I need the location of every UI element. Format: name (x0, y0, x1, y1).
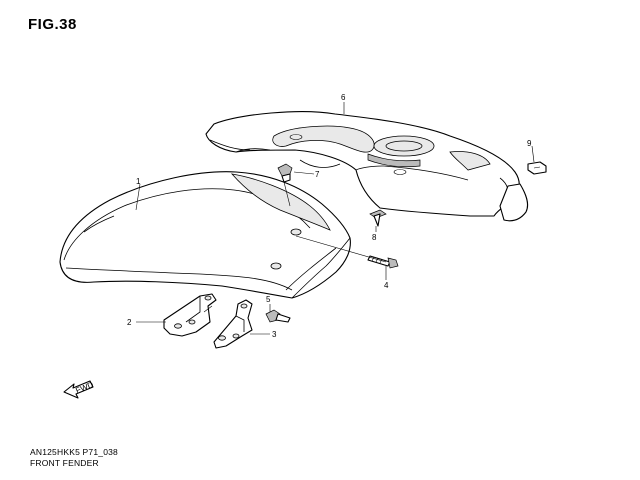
callout-6: 6 (341, 93, 346, 102)
callout-1: 1 (136, 177, 141, 186)
part-5-bolt[interactable] (265, 309, 291, 323)
part-8-screw[interactable] (369, 209, 387, 227)
part-9-nut[interactable] (527, 161, 547, 175)
forward-arrow-label: FWD (74, 380, 94, 395)
diagram-code: AN125HKK5 P71_038 (30, 447, 118, 457)
part-4-screw[interactable] (367, 255, 399, 269)
callout-8: 8 (372, 233, 377, 242)
leader-lines (135, 102, 535, 335)
figure-title: FIG.38 (28, 16, 77, 33)
part-2-bracket-left[interactable] (163, 293, 217, 337)
callout-4: 4 (384, 281, 389, 290)
callout-2: 2 (127, 318, 132, 327)
part-7-bolt[interactable] (277, 163, 293, 183)
callout-7: 7 (315, 170, 320, 179)
diagram-name: FRONT FENDER (30, 458, 99, 468)
callout-5: 5 (266, 295, 271, 304)
forward-arrow-icon: FWD (63, 380, 95, 399)
part-6-upper-fender-cover[interactable] (205, 111, 529, 222)
part-3-bracket-right[interactable] (213, 299, 253, 349)
callout-9: 9 (527, 139, 532, 148)
callout-numbers: 1 2 3 4 5 6 7 8 9 (127, 93, 532, 339)
callout-3: 3 (272, 330, 277, 339)
part-1-front-fender[interactable] (59, 171, 351, 299)
